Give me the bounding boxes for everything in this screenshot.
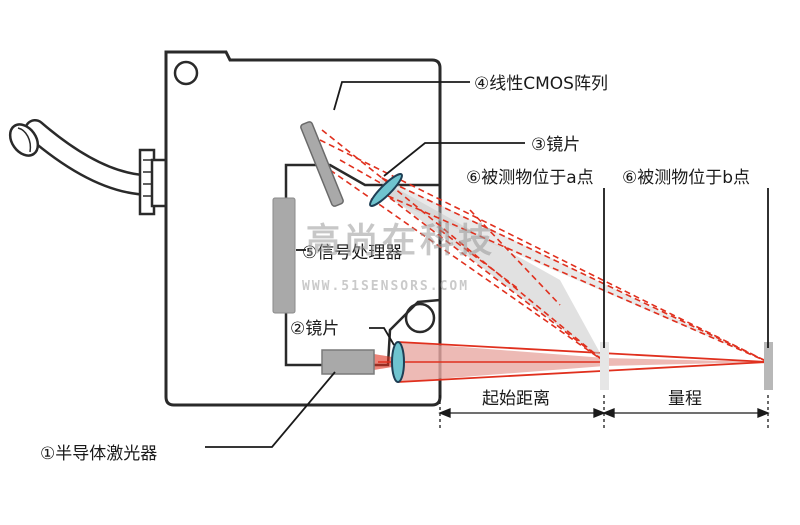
mounting-hole-top (173, 60, 199, 86)
label-target-a: ⑥被测物位于a点 (466, 168, 594, 188)
dimension-lines (438, 395, 770, 428)
semiconductor-laser (321, 349, 375, 375)
label-lens-2: ②镜片 (290, 319, 339, 339)
lens-2 (391, 341, 405, 383)
connector (138, 148, 168, 216)
label-signal-processor: ⑤信号处理器 (302, 243, 402, 263)
label-laser: ①半导体激光器 (40, 444, 157, 464)
label-cmos-array: ④线性CMOS阵列 (474, 74, 608, 94)
label-target-b: ⑥被测物位于b点 (622, 168, 750, 188)
cable (8, 119, 161, 196)
signal-processor (272, 197, 296, 314)
leader-lines (205, 81, 769, 448)
target-a (600, 342, 609, 390)
target-b (764, 342, 773, 390)
label-start-distance: 起始距离 (482, 389, 550, 409)
reflected-beam-fill (378, 178, 605, 362)
label-range: 量程 (668, 389, 702, 409)
lens-3 (369, 173, 403, 207)
cmos-array (300, 121, 344, 207)
sensor-housing (164, 50, 442, 407)
watermark-title: 高尚在科技 (306, 221, 496, 261)
watermark-url: WWW.51SENSORS.COM (302, 279, 469, 294)
mounting-hole-bottom (404, 302, 436, 334)
emitted-beam-upper (397, 341, 769, 363)
emitted-beam-lower (397, 361, 769, 383)
label-lens-3: ③镜片 (531, 135, 580, 155)
